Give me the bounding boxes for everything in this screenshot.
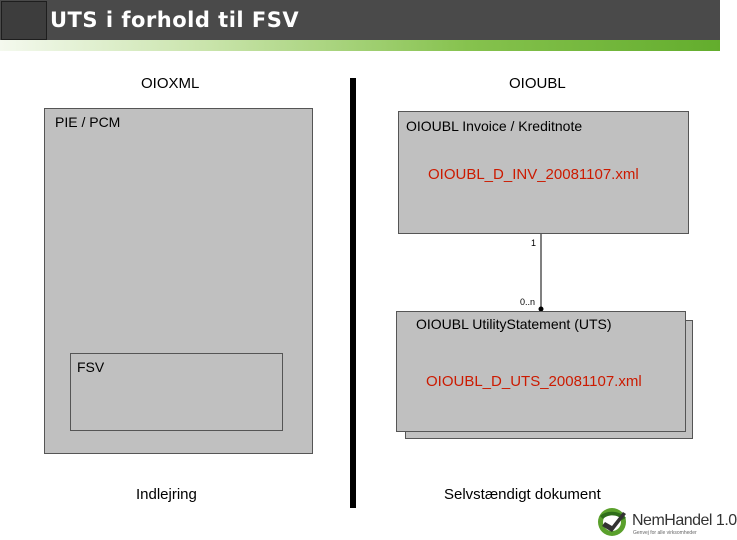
right-footer-label: Selvstændigt dokument — [444, 486, 601, 503]
fsv-label: FSV — [77, 359, 105, 375]
multiplicity-bottom: 0..n — [520, 297, 536, 307]
right-column-heading: OIOUBL — [509, 75, 566, 92]
connector-endpoint — [538, 306, 544, 312]
association-connector — [538, 234, 544, 312]
logo-name: NemHandel 1.0 — [632, 512, 737, 529]
invoice-box — [398, 111, 689, 234]
left-column-heading: OIOXML — [141, 75, 200, 92]
header-square — [1, 1, 47, 40]
left-footer-label: Indlejring — [136, 486, 197, 503]
logo-tagline: Genvej for alle virksomheder — [633, 530, 697, 536]
header-bar: UTS i forhold til FSV — [0, 0, 720, 40]
invoice-title: OIOUBL Invoice / Kreditnote — [406, 118, 583, 134]
accent-bar — [0, 40, 720, 51]
uts-filename: OIOUBL_D_UTS_20081107.xml — [426, 373, 642, 390]
multiplicity-top: 1 — [531, 238, 537, 248]
nemhandel-logo-icon — [598, 508, 626, 536]
page-title: UTS i forhold til FSV — [50, 8, 300, 32]
fsv-box — [70, 353, 283, 431]
uts-title: OIOUBL UtilityStatement (UTS) — [416, 316, 612, 332]
column-divider — [350, 78, 356, 508]
invoice-filename: OIOUBL_D_INV_20081107.xml — [428, 166, 639, 183]
pie-pcm-label: PIE / PCM — [55, 114, 121, 130]
uts-box — [396, 311, 686, 432]
